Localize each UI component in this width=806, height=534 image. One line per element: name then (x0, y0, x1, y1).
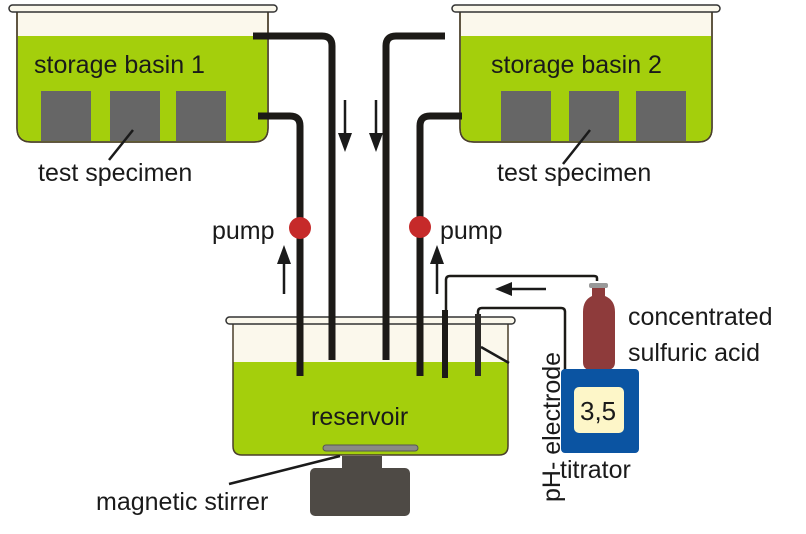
basin-2-rim (451, 4, 721, 13)
specimen (176, 91, 226, 141)
label-titrator: titrator (560, 456, 631, 484)
titrator (561, 369, 639, 453)
label-storage-basin-2: storage basin 2 (491, 51, 662, 79)
reservoir-rim (225, 316, 516, 325)
label-pump-right: pump (440, 217, 503, 245)
label-magnetic-stirrer: magnetic stirrer (96, 488, 269, 516)
titrator-display-value: 3,5 (580, 396, 617, 426)
pump-left (289, 217, 311, 239)
return-pipe-basin-1 (253, 32, 336, 360)
arrow-up-left (277, 245, 291, 294)
pump-right (409, 216, 431, 238)
storage-basin-1 (8, 4, 278, 161)
stirrer-leader-line (228, 454, 341, 486)
arrow-down-right (369, 100, 383, 152)
label-test-specimen-1: test specimen (38, 159, 193, 187)
reservoir (232, 321, 509, 456)
electrode-leader-line (480, 345, 510, 365)
dosing-line (444, 274, 599, 378)
label-ph-electrode: pH- electrode (538, 351, 566, 502)
pump-pipe-basin-1 (258, 112, 304, 376)
flow-arrows (277, 100, 546, 296)
basin-1-rim (8, 4, 278, 13)
pipes (253, 32, 462, 376)
specimen (636, 91, 686, 141)
titrator-display (574, 387, 624, 433)
stir-bar (322, 444, 419, 452)
specimen (41, 91, 91, 141)
specimen (110, 91, 160, 141)
label-pump-left: pump (212, 217, 275, 245)
acid-bottle (583, 283, 615, 370)
return-pipe-basin-2 (382, 32, 445, 360)
pipe-overlays (296, 310, 424, 376)
label-test-specimen-2: test specimen (497, 159, 652, 187)
pump-pipe-basin-2 (416, 112, 462, 376)
arrow-down-left (338, 100, 352, 152)
magnetic-stirrer (228, 444, 419, 516)
label-reservoir: reservoir (311, 403, 409, 431)
electrode-cable (476, 306, 567, 370)
label-storage-basin-1: storage basin 1 (34, 51, 205, 79)
specimen (501, 91, 551, 141)
storage-basin-2 (451, 4, 721, 165)
arrow-left-acid (495, 282, 546, 296)
label-sulfuric-acid: sulfuric acid (628, 339, 760, 367)
specimen-leader-line (562, 129, 591, 165)
arrow-up-right (430, 245, 444, 294)
bottle-cap (589, 283, 608, 288)
label-concentrated: concentrated (628, 303, 773, 331)
specimen (569, 91, 619, 141)
specimen-leader-line (108, 129, 134, 161)
